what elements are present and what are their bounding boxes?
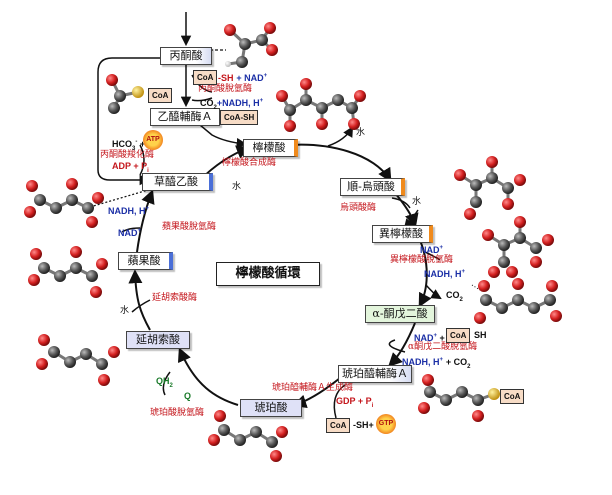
coa-tag-succinyl-molecule: CoA [500, 389, 525, 404]
pyruvate-box: 丙酮酸 [160, 47, 212, 65]
succinyl-coa-molecule-icon [418, 374, 500, 422]
cofactor-nad-akgdh: NAD+ + [414, 333, 445, 343]
cofactor-nadh-co2-akgdh: NADH, H+ + CO2 [402, 357, 471, 370]
succinate-box: 琥珀酸 [240, 399, 302, 417]
cis-aconitate-molecule-icon [454, 156, 526, 220]
oxaloacetate-box: 草醯乙酸 [142, 173, 213, 191]
coa-tag-acetyl: CoA [148, 88, 173, 103]
enzyme-fumarase: 延胡索酸酶 [152, 293, 198, 303]
enzyme-succinate-dehydrogenase: 琥珀酸脫氫酶 [150, 408, 205, 418]
cofactor-nad-icdh: NAD+ [420, 245, 444, 255]
coa-tag-akgdh: CoA [446, 328, 471, 343]
cofactor-qh2: QH2 [156, 376, 173, 389]
malate-molecule-icon [28, 246, 108, 298]
cis-aconitate-box: 順-烏頭酸 [340, 178, 405, 196]
water-oxaloacetate: 水 [232, 182, 242, 192]
water-citrate: 水 [356, 128, 366, 138]
coa-tag-pdh: CoA [193, 70, 218, 85]
atp-starburst-icon: ATP [143, 130, 163, 150]
malate-box: 蘋果酸 [118, 252, 173, 270]
enzyme-succinyl-coa-synthetase: 琥珀醯輔酶Ａ生成酶 [272, 383, 354, 393]
oxaloacetate-molecule-icon [24, 178, 104, 228]
cofactor-nadh-mdh: NADH, H+ [108, 206, 150, 216]
cofactor-co2-icdh: CO2 [446, 290, 463, 303]
fumarate-molecule-icon [36, 334, 120, 386]
alpha-ketoglutarate-molecule-icon [474, 278, 562, 324]
fumarate-box: 延胡索酸 [126, 331, 190, 349]
enzyme-pyruvate-dehydrogenase: 丙酮酸脫氫酶 [198, 84, 253, 94]
alpha-ketoglutarate-box: α-酮戊二酸 [365, 305, 435, 323]
cofactor-pdh-outputs: CO2+NADH, H+ [200, 98, 264, 111]
coa-tag-scs: CoA [326, 418, 351, 433]
cofactor-nadh-icdh: NADH, H+ [424, 269, 466, 279]
citrate-molecule-icon [276, 78, 366, 132]
cofactor-nad-mdh: NAD+ [118, 228, 142, 238]
pyruvate-molecule-icon [224, 22, 278, 68]
acetyl-coa-molecule-icon [106, 74, 144, 114]
enzyme-pyruvate-carboxylase: 丙酮酸羧化酶 [100, 150, 155, 160]
isocitrate-box: 異檸檬酸 [372, 225, 433, 243]
enzyme-malate-dehydrogenase: 蘋果酸脫氫酶 [162, 222, 217, 232]
enzyme-isocitrate-dehydrogenase: 異檸檬酸脫氫酶 [390, 255, 454, 265]
isocitrate-molecule-icon [482, 216, 554, 278]
cofactor-sh-scs: -SH+ [353, 420, 374, 430]
succinyl-coa-box: 琥珀醯輔酶Ａ [338, 365, 412, 383]
enzyme-aconitase: 烏頭酸酶 [340, 203, 377, 213]
cofactor-pdh-inputs: -SH + NAD+ [218, 73, 268, 83]
cofactor-adp-pi: ADP + Pi [112, 161, 149, 174]
input-arrows [97, 12, 442, 419]
cofactor-hco3: HCO3- + [112, 139, 146, 152]
cycle-title: 檸檬酸循環 [216, 262, 320, 286]
water-aconitase: 水 [412, 197, 422, 207]
cofactor-q: Q [184, 391, 192, 401]
enzyme-citrate-synthase: 檸檬酸合成酶 [222, 158, 277, 168]
cofactor-sh-akgdh: SH [474, 330, 487, 340]
succinate-molecule-icon [208, 410, 288, 462]
enzyme-akg-dehydrogenase: α酮戊二酸脫氫酶 [408, 342, 478, 352]
acetyl-coa-box: 乙醯輔酶Ａ [150, 108, 220, 126]
water-fumarase: 水 [120, 306, 130, 316]
acetyl-coa-coa-tag: CoA-SH [220, 110, 259, 125]
cofactor-gdp-pi: GDP + Pi [336, 396, 374, 409]
gtp-starburst-icon: GTP [376, 414, 396, 434]
citrate-box: 檸檬酸 [243, 139, 298, 157]
